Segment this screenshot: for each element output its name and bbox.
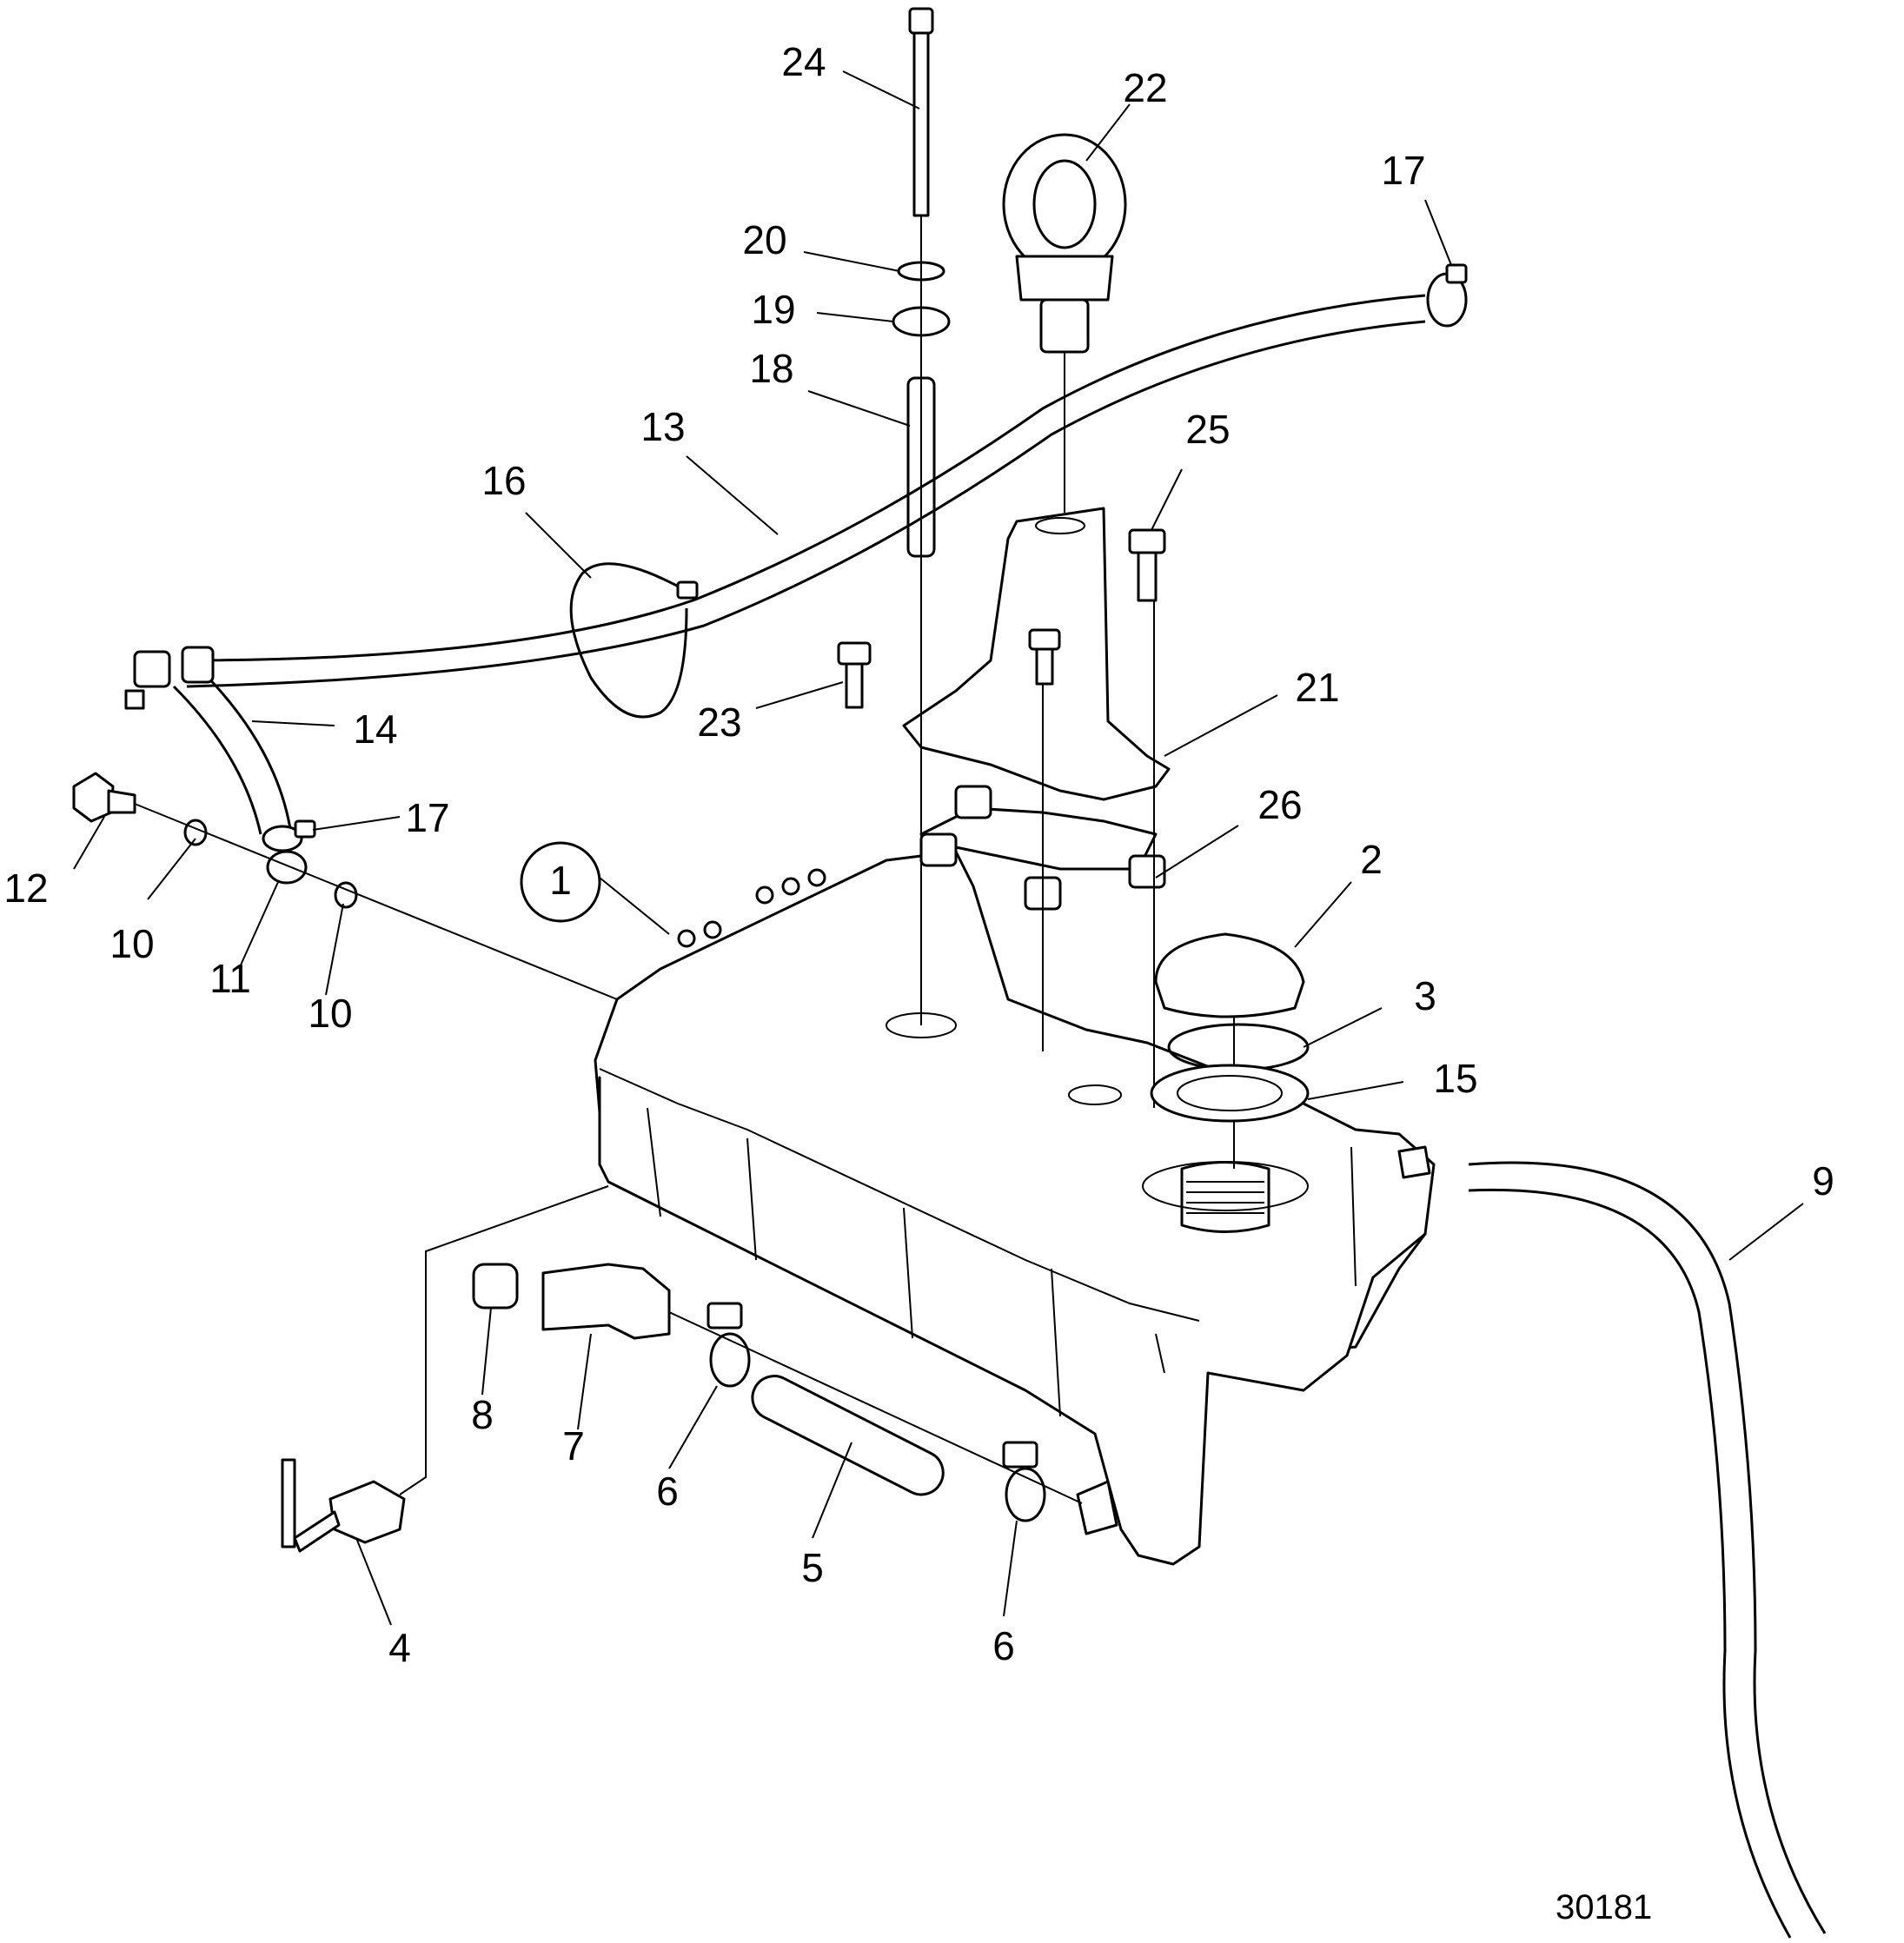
figure-number: 30181 [1556, 1888, 1652, 1926]
hose-5 [751, 1375, 945, 1496]
sealing-washer [183, 819, 208, 846]
callout-15: 15 [1433, 1056, 1477, 1101]
callout-20: 20 [742, 217, 786, 262]
callout-8: 8 [471, 1392, 494, 1437]
callout-11: 11 [209, 956, 251, 1001]
pickup-fitting [541, 1263, 671, 1340]
bolt-23 [837, 641, 872, 709]
oil-tank [594, 850, 1436, 1566]
callout-16: 16 [481, 458, 526, 503]
callout-1: 1 [549, 858, 572, 903]
hose-clamp-6-right [1002, 1441, 1046, 1522]
banjo-union [266, 850, 308, 885]
o-ring [1167, 1023, 1310, 1071]
callout-17b: 17 [405, 795, 449, 840]
callout-18: 18 [749, 346, 793, 391]
tie-strap [569, 562, 699, 719]
banjo-bolt [72, 772, 136, 823]
callout-25: 25 [1185, 407, 1230, 452]
hose-9 [1468, 1161, 1827, 1934]
hose-13 [182, 294, 1426, 662]
temperature-sender [281, 1458, 406, 1553]
callout-13: 13 [640, 404, 685, 449]
callout-3: 3 [1414, 973, 1436, 1018]
callout-22: 22 [1123, 65, 1167, 110]
callout-14: 14 [353, 706, 397, 752]
elbow-fitting [124, 646, 215, 710]
callout-10b: 10 [308, 991, 352, 1036]
hose-14 [172, 685, 262, 835]
callout-17a: 17 [1381, 148, 1425, 193]
callout-9: 9 [1812, 1158, 1834, 1204]
gasket [1150, 1064, 1310, 1123]
hose-clamp-17-top [1426, 263, 1468, 328]
callout-23: 23 [697, 700, 741, 745]
callout-6b: 6 [992, 1623, 1015, 1668]
callout-7: 7 [562, 1423, 585, 1469]
bolt-25 [1128, 528, 1166, 602]
filler-cap [1154, 932, 1305, 1018]
callout-26: 26 [1257, 782, 1302, 827]
callout-6a: 6 [656, 1469, 679, 1514]
callout-2: 2 [1360, 837, 1383, 882]
callout-circle [520, 841, 601, 923]
sealing-washer [334, 881, 358, 909]
hose-clamp-6-left [707, 1302, 751, 1388]
callout-19: 19 [751, 287, 795, 332]
eye-dipstick [1002, 133, 1127, 354]
long-bolt [908, 7, 934, 217]
plug [472, 1263, 519, 1310]
callout-12: 12 [3, 865, 48, 911]
bolt-center [1028, 628, 1061, 686]
callout-21: 21 [1295, 665, 1339, 710]
callout-24: 24 [781, 39, 826, 84]
callout-4: 4 [388, 1625, 411, 1670]
callout-5: 5 [801, 1545, 824, 1590]
callout-10a: 10 [109, 921, 154, 966]
tank-neck-tower [902, 507, 1171, 911]
